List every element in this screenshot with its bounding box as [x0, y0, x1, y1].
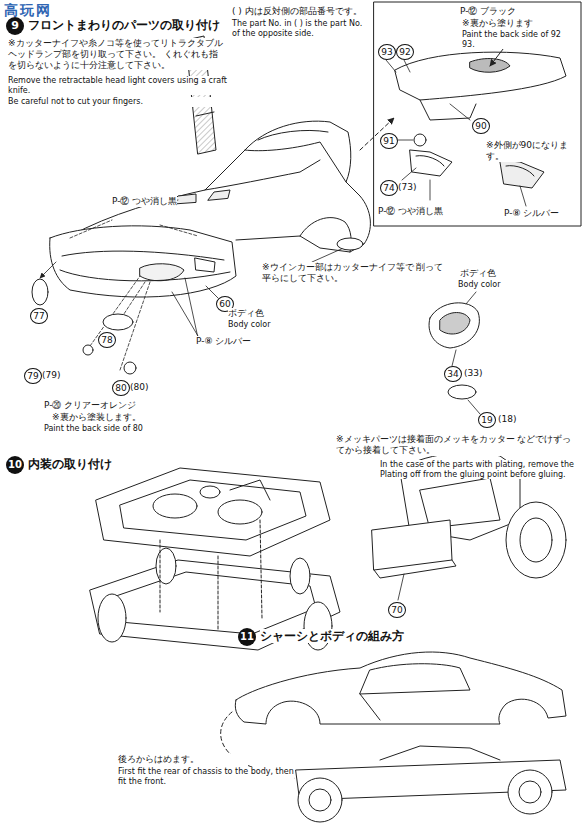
note-text: ※ウインカー部はカッターナイフ等で 削って平らにして下さい。: [262, 262, 452, 284]
watermark: 高玩网: [4, 2, 52, 19]
callout-number: 93: [378, 44, 396, 60]
note-text: (33): [464, 368, 482, 379]
note-text: ※外側が90になります。: [486, 140, 574, 162]
callout-number: 91: [380, 133, 398, 149]
callout-number: 70: [388, 602, 406, 618]
step-number: 11: [238, 628, 256, 646]
callout-number: 79: [24, 368, 42, 384]
step-heading: シャーシとボディの組み方: [260, 629, 404, 643]
note-text: ※裏から塗装します。: [52, 412, 141, 423]
side-marker: [337, 238, 363, 250]
note-text: 後ろからはめます。: [118, 754, 288, 765]
note-text: (79): [42, 370, 60, 381]
lamp-lens-79: [83, 345, 93, 355]
note-text: Paint the back side of 92 93.: [462, 30, 574, 49]
lamp-lens-80: [124, 362, 136, 374]
callout-number: 74: [380, 180, 398, 196]
callout-number: 19: [478, 412, 496, 428]
note-text: ※メッキパーツは接着面のメッキをカッター などでけずってから接着して下さい。: [336, 434, 576, 456]
note-text: Body color: [228, 320, 270, 330]
lamp-lens-78: [103, 314, 133, 330]
lamp-lens-77: [32, 279, 48, 305]
note-text: ※裏から塗ります: [462, 18, 574, 29]
step-number: 10: [6, 456, 24, 474]
leader-lines: [40, 200, 348, 370]
callout-number: 34: [444, 366, 462, 382]
note-text: (80): [130, 382, 148, 393]
note-text: Remove the retractable head light covers…: [8, 76, 228, 95]
callout-number: 80: [112, 380, 130, 396]
callout-number: 78: [98, 332, 116, 348]
note-text: Be careful not to cut your fingers.: [8, 97, 218, 107]
callout-number: 77: [30, 308, 48, 324]
note-text: First fit the rear of chassis to the bod…: [118, 767, 294, 786]
note-text: (73): [398, 182, 416, 193]
step-heading: フロントまわりのパーツの取り付け: [28, 18, 220, 32]
note-text: P-⑫ つや消し黒: [378, 206, 470, 217]
note-text: P-⑧ シルバー: [196, 336, 251, 347]
note-text: Body color: [458, 280, 500, 290]
step-heading: 内装の取り付け: [28, 457, 112, 471]
note-text: In the case of the parts with plating, r…: [380, 460, 576, 479]
step-number: 9: [6, 17, 24, 35]
note-text: P-⑳ クリアーオレンジ: [44, 400, 136, 411]
note-text: ( ) 内は反対側の部品番号です。: [232, 6, 372, 17]
callout-number: 90: [472, 118, 490, 134]
interior-tub: [96, 468, 330, 556]
side-marker-parts: [429, 292, 480, 414]
note-text: P-⑫ つや消し黒: [112, 196, 177, 207]
front-bumper: [50, 226, 236, 297]
note-text: P-⑧ シルバー: [504, 208, 580, 219]
note-text: The part No. in ( ) is the part No. of t…: [232, 19, 364, 38]
note-text: (18): [498, 414, 516, 425]
note-text: ※カッターナイフや糸ノコ等を使ってリトラクタブル ヘッドランプ部を切り取って下さ…: [8, 38, 226, 70]
note-text: Paint the back side of 80: [44, 424, 143, 434]
body-side-view: [235, 652, 566, 724]
note-text: P-⑫ ブラック: [460, 6, 572, 17]
callout-number: 92: [396, 44, 414, 60]
note-text: ボディ色: [460, 268, 496, 279]
note-text: ボディ色: [228, 308, 264, 319]
tail-lamp-inset: [360, 2, 581, 226]
